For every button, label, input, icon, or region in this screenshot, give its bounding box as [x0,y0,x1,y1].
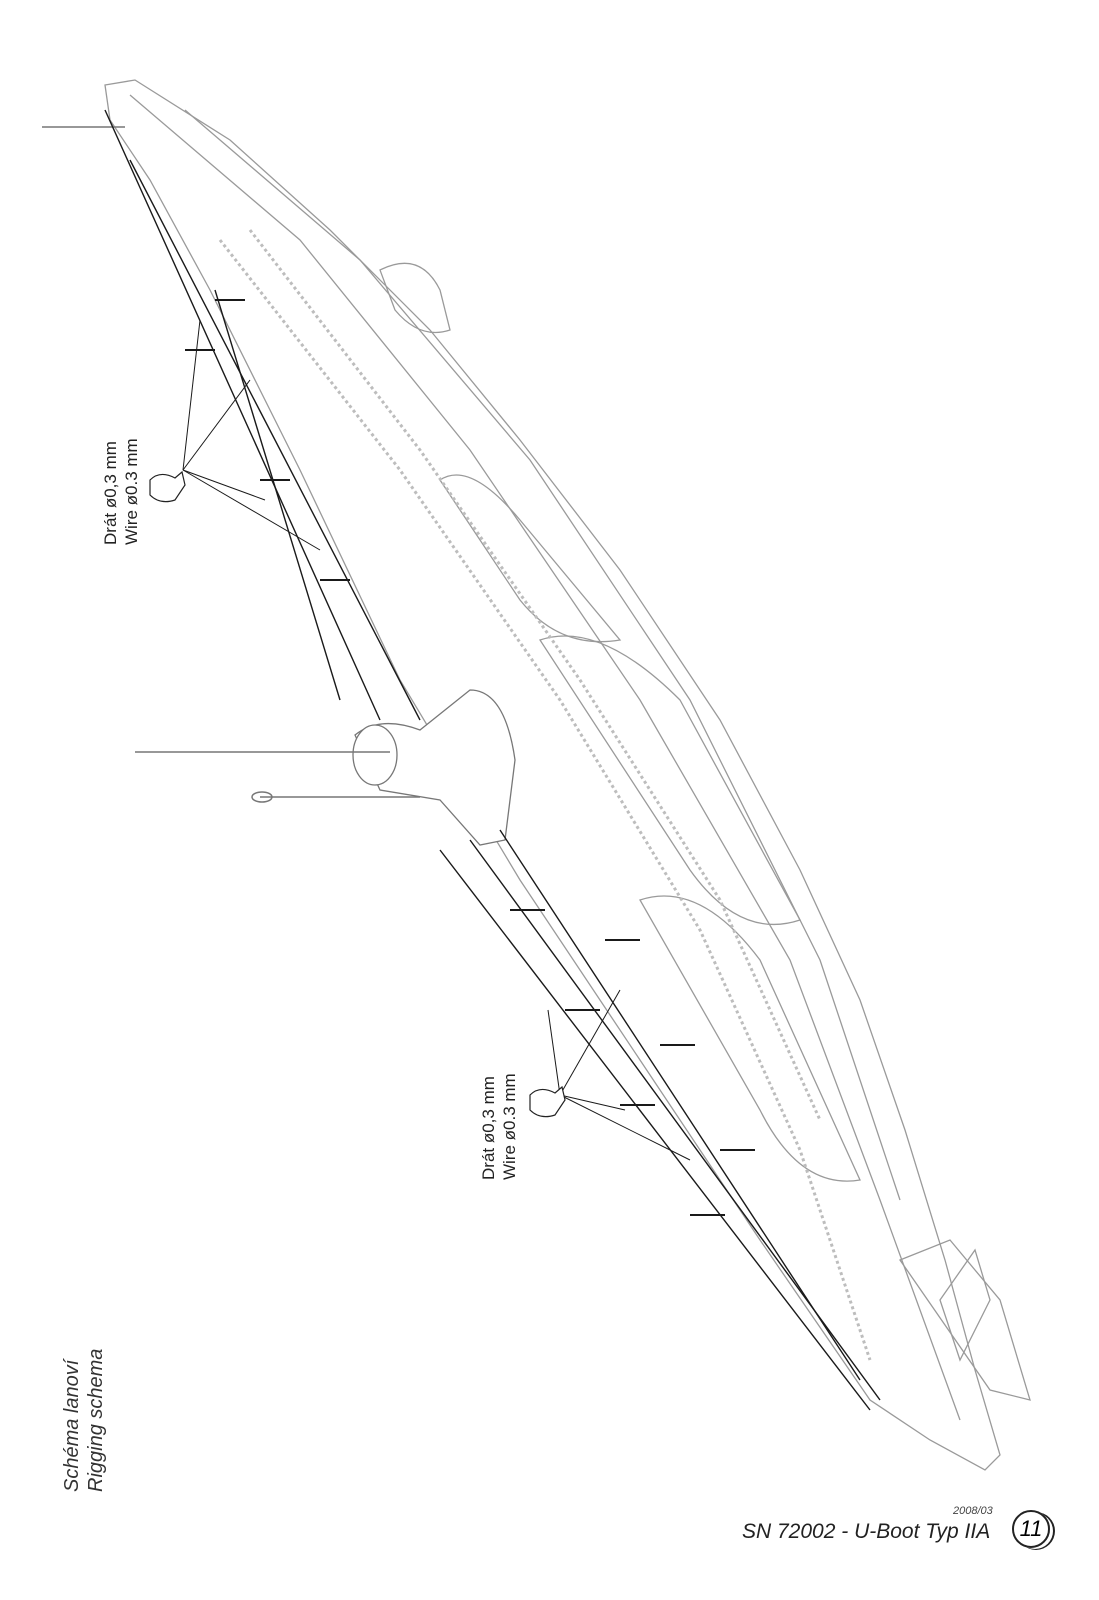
hand-pointing-icon [149,470,566,1118]
wire-label-forward: Drát ø0,3 mm Wire ø0.3 mm [100,438,142,545]
page-number: 11 [1012,1510,1050,1548]
wire-label-cz: Drát ø0,3 mm [101,441,120,545]
revision-date: 2008/03 [953,1505,993,1517]
leader-lines [182,319,691,1161]
wire-label-aft: Drát ø0,3 mm Wire ø0.3 mm [478,1073,520,1180]
title-en: Rigging schema [85,1348,107,1492]
wire-label-cz: Drát ø0,3 mm [479,1076,498,1180]
deck-detail [218,229,872,1361]
conning-tower [352,689,516,846]
hull-outline [104,79,1031,1471]
title-cz: Schéma lanoví [61,1359,83,1492]
periscopes [42,126,420,803]
product-name: SN 72002 - U-Boot Typ IIA [742,1520,991,1543]
rigging-wires [104,109,881,1411]
stanchions [185,299,755,1216]
wire-label-en: Wire ø0.3 mm [500,1073,519,1180]
wire-label-en: Wire ø0.3 mm [122,438,141,545]
sheet-title: Schéma lanoví Rigging schema [60,1349,108,1492]
